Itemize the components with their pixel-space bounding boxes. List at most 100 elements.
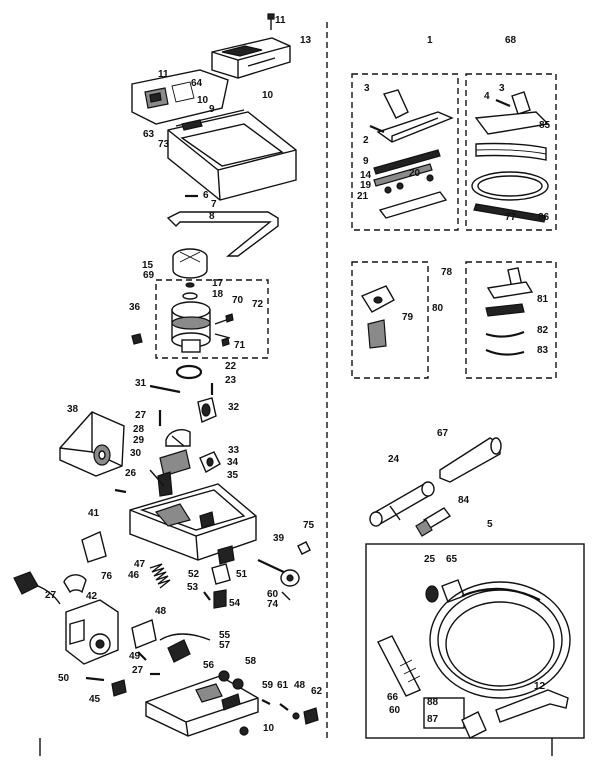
callout-c2: 2 bbox=[363, 135, 369, 146]
callout-c1: 1 bbox=[427, 35, 433, 46]
callout-c72: 72 bbox=[252, 299, 264, 310]
callout-c3a: 3 bbox=[364, 83, 370, 94]
callout-c76: 76 bbox=[101, 571, 113, 582]
callout-c17: 17 bbox=[212, 278, 224, 289]
callout-c65: 65 bbox=[446, 554, 458, 565]
kit-80-box bbox=[465, 261, 557, 379]
part-63-top-housing bbox=[131, 69, 229, 125]
page-corner-marks bbox=[39, 738, 553, 756]
part-50-45-foot bbox=[85, 676, 127, 697]
callout-c51: 51 bbox=[236, 569, 248, 580]
callout-c10a: 10 bbox=[262, 90, 274, 101]
callout-c4: 4 bbox=[484, 91, 490, 102]
part-49-screw bbox=[137, 651, 147, 661]
part-59-62-hardware bbox=[261, 699, 319, 725]
callout-c38: 38 bbox=[67, 404, 79, 415]
part-85-brush-frame bbox=[475, 142, 547, 161]
callout-c23: 23 bbox=[225, 375, 237, 386]
kit-78-box bbox=[351, 261, 429, 379]
part-81-brush-insert bbox=[485, 303, 525, 317]
kit-1-box bbox=[351, 73, 459, 231]
part-5-hose-coil bbox=[429, 581, 571, 699]
callout-c74: 74 bbox=[267, 599, 279, 610]
callout-c68: 68 bbox=[505, 35, 517, 46]
part-29-30-latch bbox=[149, 449, 191, 497]
part-54-spring bbox=[213, 589, 227, 609]
part-38-side-door bbox=[59, 411, 125, 477]
callout-c78: 78 bbox=[441, 267, 453, 278]
part-33-34-valve bbox=[199, 451, 221, 473]
callout-c33: 33 bbox=[228, 445, 240, 456]
callout-c59: 59 bbox=[262, 680, 274, 691]
part-36-grommet bbox=[131, 333, 143, 345]
callout-c27c: 27 bbox=[132, 665, 144, 676]
part-60-74-knob bbox=[280, 569, 300, 601]
callout-c87: 87 bbox=[427, 714, 439, 725]
part-84-nozzle bbox=[415, 507, 452, 537]
part-2-screw bbox=[369, 124, 385, 134]
callout-c36: 36 bbox=[129, 302, 141, 313]
callout-c79: 79 bbox=[402, 312, 414, 323]
part-56-58-wheels bbox=[218, 670, 244, 690]
callout-c35: 35 bbox=[227, 470, 239, 481]
callout-c41: 41 bbox=[88, 508, 100, 519]
callout-c67: 67 bbox=[437, 428, 449, 439]
callout-c49: 49 bbox=[129, 651, 141, 662]
callout-c63: 63 bbox=[143, 129, 155, 140]
callout-c85: 85 bbox=[539, 120, 551, 131]
part-52-51-switch bbox=[211, 545, 235, 585]
callout-c21: 21 bbox=[357, 191, 369, 202]
callout-c81: 81 bbox=[537, 294, 549, 305]
part-66-handle-grip bbox=[377, 635, 421, 697]
callout-c10b: 10 bbox=[197, 95, 209, 106]
part-9-14-brush-strips bbox=[373, 149, 441, 187]
callout-c84: 84 bbox=[458, 495, 470, 506]
callout-c26: 26 bbox=[125, 468, 137, 479]
callout-c15: 15 bbox=[142, 260, 154, 271]
part-32-fitting bbox=[197, 397, 217, 423]
part-55-cord bbox=[159, 633, 211, 663]
callout-c82: 82 bbox=[537, 325, 549, 336]
part-75-clip bbox=[297, 541, 311, 555]
callout-c66: 66 bbox=[387, 692, 399, 703]
part-24-wand bbox=[369, 481, 435, 527]
callout-c29: 29 bbox=[133, 435, 145, 446]
callout-c13: 13 bbox=[300, 35, 312, 46]
callout-c54: 54 bbox=[229, 598, 241, 609]
callout-c39: 39 bbox=[273, 533, 285, 544]
callout-c5: 5 bbox=[487, 519, 493, 530]
callout-c8: 8 bbox=[209, 211, 215, 222]
callout-c52: 52 bbox=[188, 569, 200, 580]
part-53-screw bbox=[203, 591, 211, 601]
part-13-handle-cover bbox=[211, 37, 291, 79]
part-8-handle-bar bbox=[166, 211, 279, 257]
callout-c48a: 48 bbox=[155, 606, 167, 617]
callout-c11b: 11 bbox=[158, 69, 169, 80]
part-69-motor-assembly-box bbox=[155, 279, 269, 359]
part-28-shroud bbox=[165, 429, 191, 447]
part-42-wheel-housing bbox=[65, 599, 119, 665]
callout-c50: 50 bbox=[58, 673, 70, 684]
callout-c31: 31 bbox=[135, 378, 147, 389]
callout-c57: 57 bbox=[219, 640, 231, 651]
callout-c25: 25 bbox=[424, 554, 436, 565]
callout-c30: 30 bbox=[130, 448, 142, 459]
part-47-46-spring bbox=[149, 563, 171, 589]
part-19-20-clips bbox=[384, 174, 434, 194]
part-76-clamp bbox=[63, 574, 87, 594]
callout-c46: 46 bbox=[128, 570, 140, 581]
callout-c83: 83 bbox=[537, 345, 549, 356]
callout-c19: 19 bbox=[360, 180, 372, 191]
callout-c3b: 3 bbox=[499, 83, 505, 94]
part-88-87-swivel bbox=[423, 697, 487, 739]
callout-c45: 45 bbox=[89, 694, 101, 705]
callout-c6: 6 bbox=[203, 190, 209, 201]
callout-c71: 71 bbox=[234, 340, 246, 351]
callout-c47: 47 bbox=[134, 559, 146, 570]
part-78-upholstery-tool bbox=[360, 285, 395, 313]
callout-c27b: 27 bbox=[45, 590, 57, 601]
part-67-crevice-tool bbox=[439, 437, 502, 483]
callout-c9b: 9 bbox=[363, 156, 369, 167]
part-31-pin bbox=[149, 384, 181, 394]
